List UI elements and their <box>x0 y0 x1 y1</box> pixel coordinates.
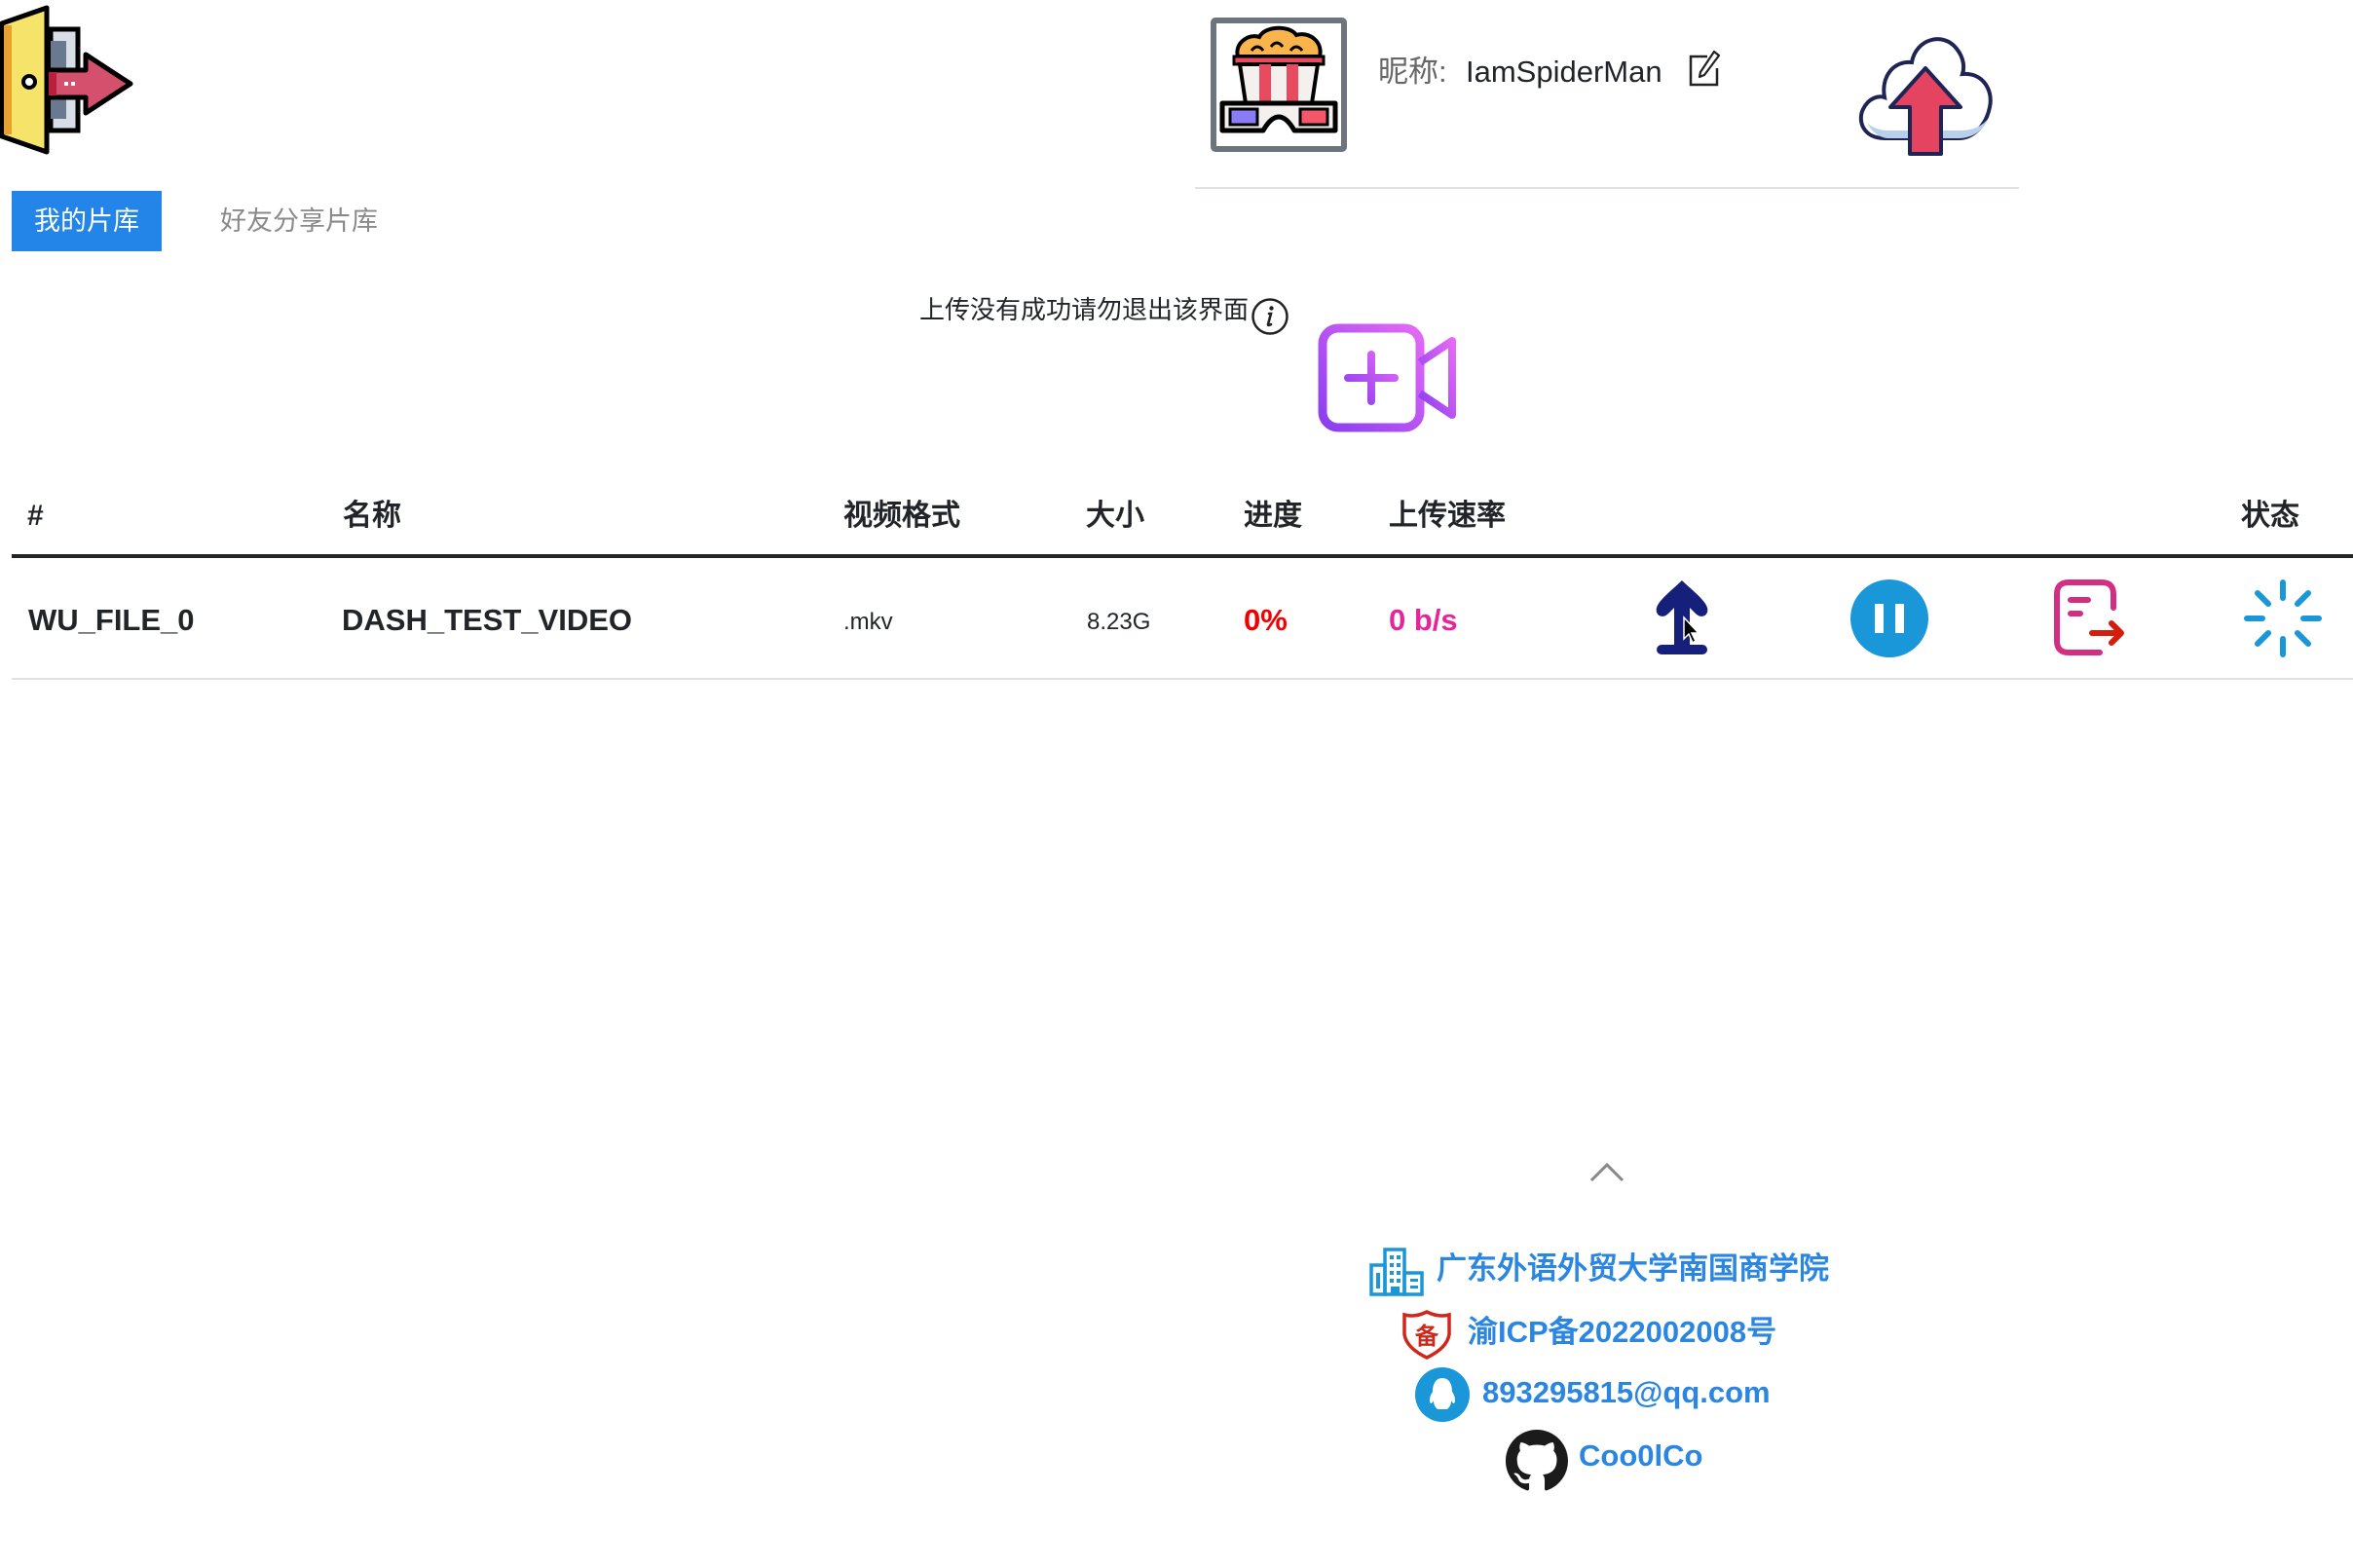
building-icon <box>1369 1248 1424 1296</box>
edit-nickname-icon[interactable] <box>1688 49 1721 88</box>
header-divider <box>1195 187 2019 189</box>
footer-school-link[interactable]: 广东外语外贸大学南国商学院 <box>1437 1251 1829 1286</box>
loading-spinner-icon <box>2243 579 2323 658</box>
nickname-value: IamSpiderMan <box>1466 55 1662 89</box>
col-header-size: 大小 <box>1086 500 1144 532</box>
col-header-name: 名称 <box>343 500 401 532</box>
table-row-divider <box>12 678 2353 680</box>
cell-size: 8.23G <box>1087 609 1151 635</box>
pause-icon[interactable] <box>1849 579 1929 658</box>
svg-text:备: 备 <box>1414 1323 1439 1350</box>
tab-my-library[interactable]: 我的片库 <box>12 191 162 251</box>
qq-icon <box>1414 1366 1471 1423</box>
nickname-label: 昵称: <box>1378 55 1447 89</box>
add-video-icon[interactable] <box>1318 323 1458 432</box>
cell-name: DASH_TEST_VIDEO <box>342 603 633 637</box>
cell-upload-rate: 0 b/s <box>1389 603 1458 637</box>
footer-icp-link[interactable]: 渝ICP备2022002008号 <box>1468 1315 1777 1349</box>
tab-friends-shared-library[interactable]: 好友分享片库 <box>220 206 378 236</box>
col-header-progress: 进度 <box>1244 500 1302 532</box>
table-header-divider <box>12 554 2353 558</box>
col-header-rate: 上传速率 <box>1389 500 1506 532</box>
cloud-upload-icon[interactable] <box>1855 29 1996 158</box>
col-header-format: 视频格式 <box>843 500 960 532</box>
chevron-up-icon[interactable] <box>1587 1159 1626 1184</box>
col-header-status: 状态 <box>2241 500 2299 532</box>
upload-icon[interactable] <box>1653 579 1711 656</box>
footer-github-link[interactable]: Coo0lCo <box>1579 1438 1703 1473</box>
info-icon <box>1251 297 1289 336</box>
footer-email-link[interactable]: 893295815@qq.com <box>1482 1375 1771 1409</box>
github-icon <box>1505 1430 1569 1492</box>
cell-id: WU_FILE_0 <box>28 603 195 637</box>
avatar[interactable] <box>1211 18 1347 152</box>
icp-shield-icon: 备 <box>1401 1309 1452 1360</box>
export-doc-icon[interactable] <box>2053 579 2127 656</box>
cell-format: .mkv <box>843 609 893 635</box>
exit-door-icon[interactable] <box>0 2 134 158</box>
cell-progress: 0% <box>1244 603 1288 637</box>
upload-warning-text: 上传没有成功请勿退出该界面 <box>919 295 1250 324</box>
col-header-index: # <box>27 500 44 532</box>
